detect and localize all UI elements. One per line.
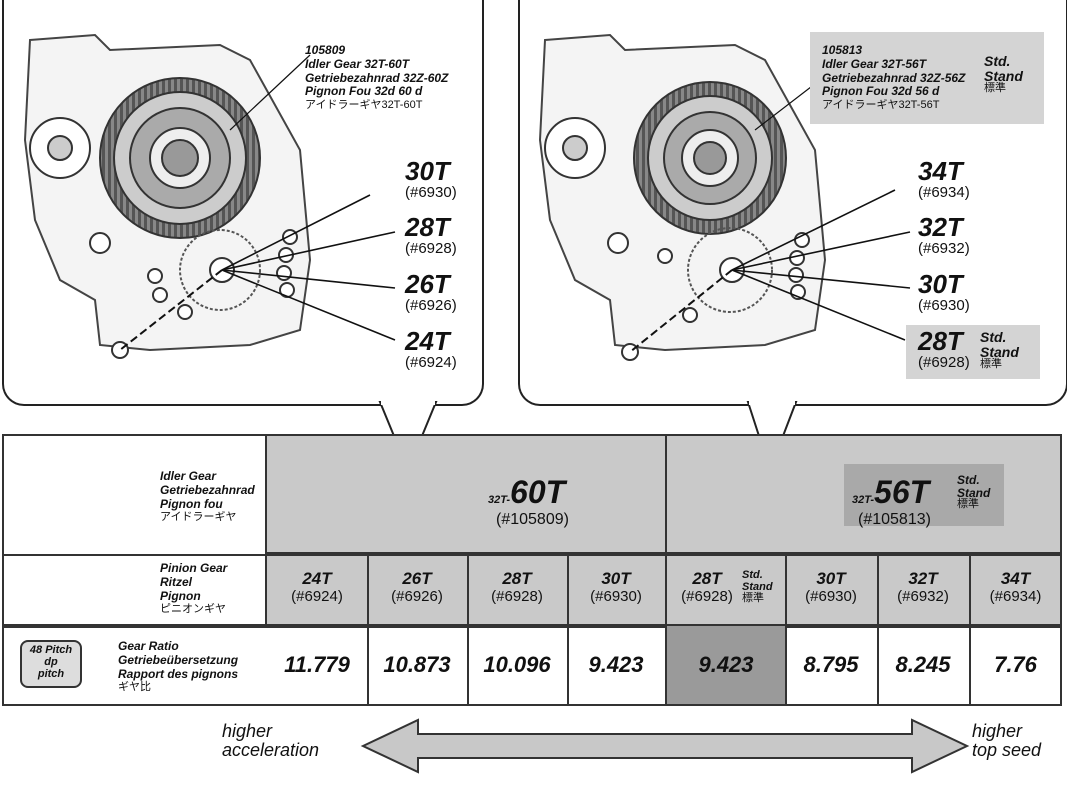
right-gearbox-drawing — [538, 33, 911, 361]
col-divider — [467, 554, 469, 706]
pinion-cell-28t-std: 28T(#6928) — [681, 569, 733, 605]
pinion-label-28t: 28T(#6928) — [405, 212, 457, 257]
row-divider-2 — [2, 624, 1062, 626]
part-number: 105809 — [305, 43, 346, 57]
label-fr: Pignon Fou 32d 56 d — [822, 84, 940, 99]
col-divider — [877, 554, 879, 706]
idler-std-box — [810, 32, 1044, 124]
ratio-26t: 10.873 — [383, 652, 451, 677]
pinion-label-34t: 34T(#6934) — [918, 156, 970, 201]
col-divider — [785, 554, 787, 706]
pinion-cell-28t: 28T(#6928) — [491, 569, 543, 605]
pinion-std-tag: Std. Stand 標準 — [980, 329, 1019, 371]
group-divider — [665, 434, 667, 706]
std-ratio-cell — [667, 626, 785, 704]
left-gearbox-drawing — [23, 33, 396, 359]
pinion-cell-30t-b: 30T(#6930) — [805, 569, 857, 605]
ratio-32t: 8.245 — [895, 652, 951, 677]
idler-gear-105813-label: 105813 Idler Gear 32T-56T Getriebezahnra… — [822, 43, 966, 112]
col-divider — [567, 554, 569, 706]
ratio-30t: 9.423 — [588, 652, 644, 677]
label-de: Getriebezahnrad 32Z-60Z — [305, 70, 449, 85]
pinion-label-24t: 24T(#6924) — [405, 326, 457, 371]
ratio-28t: 10.096 — [483, 652, 551, 677]
row-divider-1 — [2, 554, 1062, 556]
ratio-30t-b: 8.795 — [803, 652, 859, 677]
pinion-label-32t: 32T(#6932) — [918, 212, 970, 257]
ratio-34t: 7.76 — [994, 652, 1037, 677]
part-number: 105813 — [822, 43, 863, 57]
gear-56t-std-box — [844, 464, 1004, 526]
label-en: Idler Gear 32T-60T — [305, 56, 410, 71]
pinion-cell-34t: 34T(#6934) — [989, 569, 1042, 605]
pinion-label-30t: 30T(#6930) — [405, 156, 457, 201]
pinion-cell-30t: 30T(#6930) — [590, 569, 642, 605]
gear-56t-label: 32T-56T (#105813) — [852, 474, 931, 528]
gear-60t-label: 32T-60T (#105809) — [488, 474, 569, 528]
label-fr: Pignon Fou 32d 60 d — [305, 84, 423, 99]
label-jp: アイドラーギヤ32T-56T — [822, 99, 940, 112]
pinion-label-30t-right: 30T(#6930) — [918, 269, 970, 314]
pinion-std-box — [906, 325, 1040, 379]
pinion-label-26t: 26T(#6926) — [405, 269, 457, 314]
header-col — [2, 434, 267, 626]
pinion-label-28t-right: 28T(#6928) — [918, 326, 970, 371]
label-en: Idler Gear 32T-56T — [822, 56, 927, 71]
label-de: Getriebezahnrad 32Z-56Z — [822, 70, 966, 85]
col-divider — [969, 554, 971, 706]
label-jp: アイドラーギヤ32T-60T — [305, 99, 423, 112]
ratio-row — [2, 626, 1062, 706]
pinion-cell-26t: 26T(#6926) — [391, 569, 443, 605]
ratio-28t-std: 9.423 — [698, 652, 754, 677]
col-divider — [367, 554, 369, 706]
idler-std-tag: Std. Stand 標準 — [984, 53, 1023, 95]
pinion-cell-32t: 32T(#6932) — [897, 569, 949, 605]
idler-gear-105809-label: 105809 Idler Gear 32T-60T Getriebezahnra… — [305, 43, 449, 112]
ratio-24t: 11.779 — [284, 652, 350, 677]
speed-range-arrow — [360, 718, 970, 774]
pinion-cell-24t: 24T(#6924) — [291, 569, 343, 605]
